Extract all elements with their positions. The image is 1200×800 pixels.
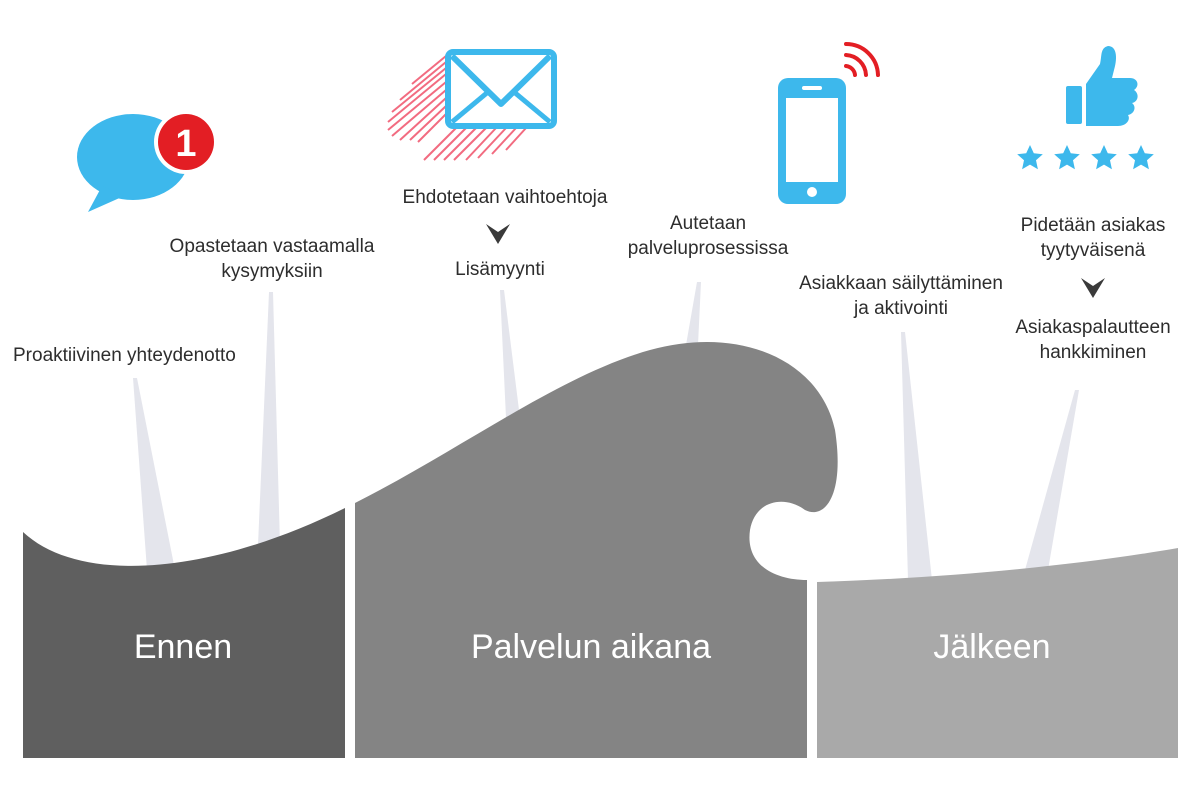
star-icon: [1128, 145, 1154, 170]
badge-count: 1: [175, 123, 196, 165]
phase-title-after: Jälkeen: [933, 628, 1051, 666]
label-feedback: Asiakaspalautteen hankkiminen: [1015, 317, 1171, 363]
notification-badge: 1: [154, 110, 218, 174]
beam-retain: [901, 332, 932, 580]
label-assist: Autetaan palveluprosessissa: [627, 213, 789, 259]
phase-block-during: [355, 341, 838, 758]
thumbs-up-icon: [1066, 46, 1138, 126]
label-satisfied: Pidetään asiakas tyytyväisenä: [1020, 215, 1166, 261]
five-stars-icon: [1017, 145, 1154, 170]
beam-assist: [686, 282, 701, 345]
beam-guide: [258, 292, 280, 545]
phase-title-during: Palvelun aikana: [470, 628, 712, 666]
beam-proactive: [133, 378, 175, 570]
chevron-down-icon: [486, 224, 510, 244]
phase-block-after: [817, 548, 1178, 758]
phase-block-before: [23, 508, 345, 758]
label-proactive: Proaktiivinen yhteydenotto: [13, 345, 236, 366]
star-icon: [1017, 145, 1043, 170]
star-icon: [1091, 145, 1117, 170]
label-upsell: Lisämyynti: [455, 259, 545, 280]
label-guide: Opastetaan vastaamalla kysymyksiin: [169, 236, 375, 282]
label-retain: Asiakkaan säilyttäminen ja aktivointi: [799, 273, 1003, 319]
chevron-down-icon: [1081, 278, 1105, 298]
label-suggest: Ehdotetaan vaihtoehtoja: [402, 187, 608, 208]
star-icon: [1054, 145, 1080, 170]
beam-upsell: [500, 290, 520, 418]
phase-title-before: Ennen: [133, 628, 233, 666]
beam-feedback: [1025, 390, 1079, 570]
smartphone-icon: [778, 42, 880, 204]
envelope-icon: [387, 49, 557, 161]
